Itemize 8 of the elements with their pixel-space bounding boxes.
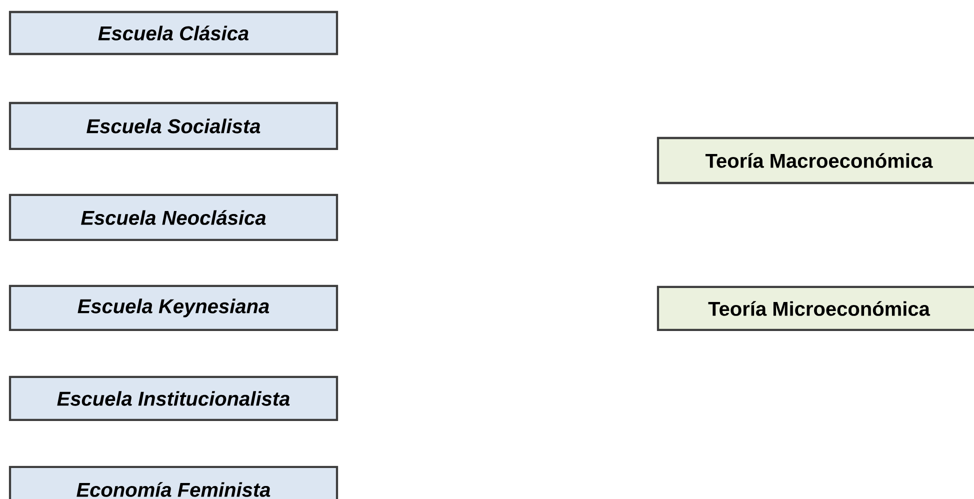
school-box: Economía Feminista <box>8 466 338 499</box>
theory-box: Teoría Macroeconómica <box>656 136 974 184</box>
school-box: Escuela Socialista <box>8 102 338 150</box>
theory-box: Teoría Microeconómica <box>656 286 974 332</box>
school-box: Escuela Neoclásica <box>8 194 338 242</box>
school-box: Escuela Keynesiana <box>8 284 338 332</box>
school-box: Escuela Clásica <box>8 10 338 56</box>
school-box: Escuela Institucionalista <box>8 376 338 422</box>
